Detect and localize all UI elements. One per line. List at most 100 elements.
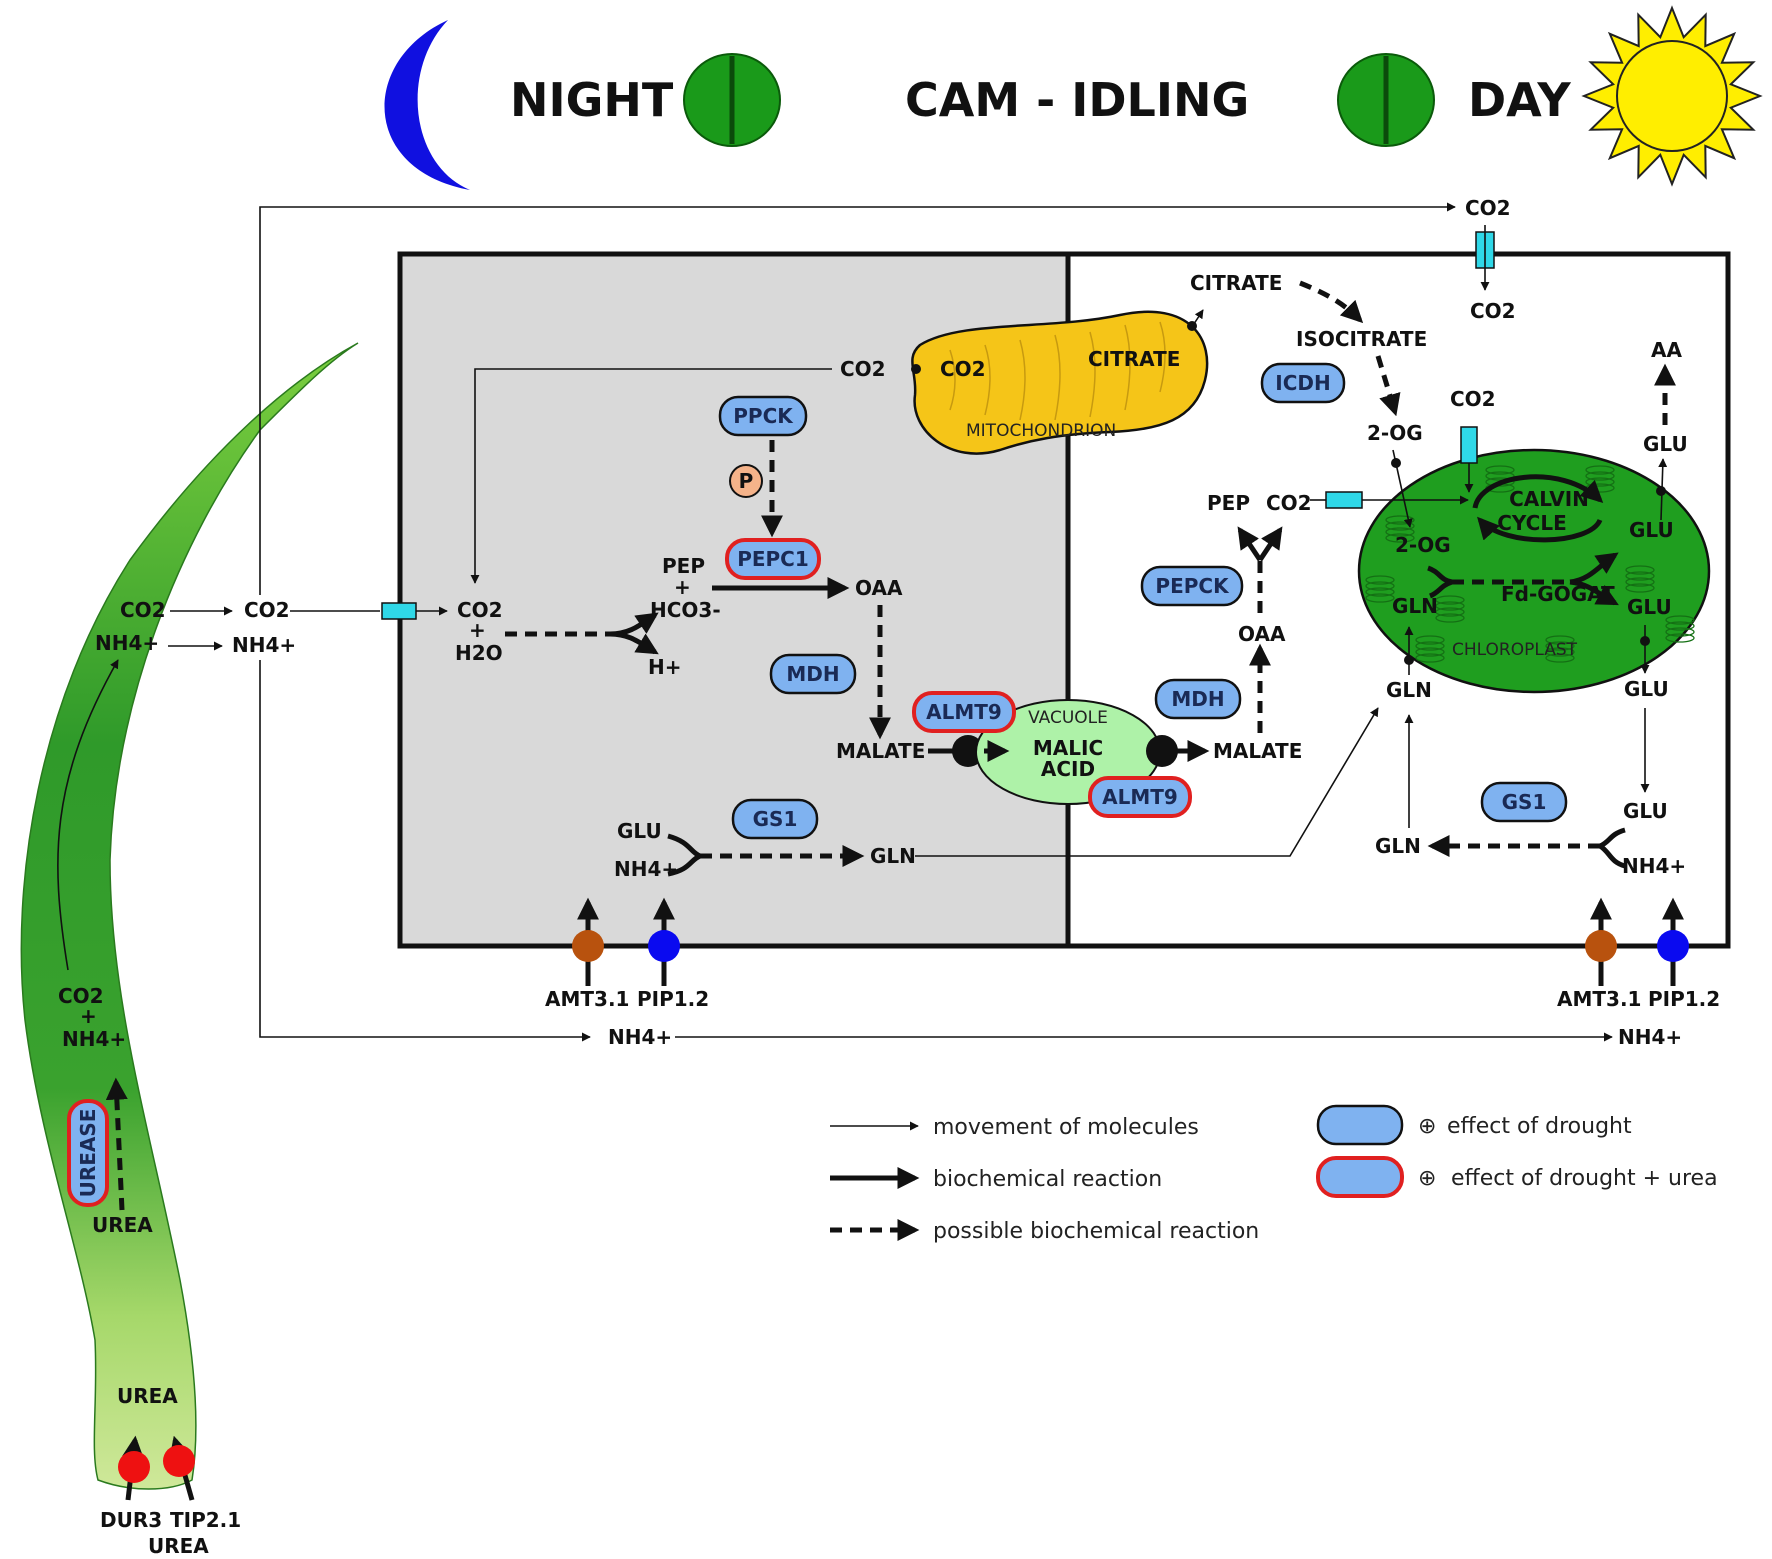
almt9-enzyme-bottom: ALMT9: [1088, 776, 1192, 818]
mito-citrate-exporter: [1187, 321, 1197, 331]
leaf-co2: CO2: [58, 984, 104, 1008]
mdh-night-enzyme: MDH: [769, 653, 857, 695]
stomata-icon-day: [1337, 53, 1435, 147]
day-nh4: NH4+: [1622, 854, 1686, 878]
day-oaa: OAA: [1238, 622, 1286, 646]
glu-exporter-top: [1656, 486, 1666, 496]
phosphate-label: P: [739, 469, 754, 493]
urease-enzyme: UREASE: [67, 1099, 109, 1207]
chl-co2-channel: [1325, 491, 1363, 509]
day-citrate: CITRATE: [1190, 271, 1282, 295]
night-hplus: H+: [648, 655, 682, 679]
moon-icon: [384, 20, 470, 190]
night-nh4: NH4+: [614, 857, 678, 881]
amt31-day-label: AMT3.1: [1557, 987, 1641, 1011]
night-hco3: HCO3-: [650, 598, 721, 622]
almt9-day-transporter: [1146, 735, 1178, 767]
icdh-enzyme: ICDH: [1260, 362, 1346, 404]
mito-co2-exporter: [911, 364, 921, 374]
day-co2-decarb: CO2: [1266, 491, 1312, 515]
ppck-enzyme: PPCK: [718, 395, 808, 437]
svg-text:PEPCK: PEPCK: [1155, 574, 1230, 598]
chl-glu-1: GLU: [1629, 518, 1674, 542]
urea-leaf-label: UREA: [117, 1384, 178, 1408]
day-glu-mid: GLU: [1624, 677, 1669, 701]
legend-drought: effect of drought: [1447, 1114, 1632, 1139]
legend-possible: possible biochemical reaction: [933, 1219, 1259, 1244]
svg-text:GS1: GS1: [1502, 790, 1547, 814]
glu-exporter-bottom: [1640, 636, 1650, 646]
pip12-night-label: PIP1.2: [637, 987, 709, 1011]
legend-movement: movement of molecules: [933, 1115, 1199, 1140]
svg-text:ALMT9: ALMT9: [1102, 785, 1178, 809]
legend-plus-1: ⊕: [1418, 1114, 1436, 1139]
svg-text:GS1: GS1: [753, 807, 798, 831]
mito-co2-out: CO2: [840, 357, 886, 381]
chl-gln: GLN: [1392, 594, 1438, 618]
cam-idling-title: CAM - IDLING: [905, 73, 1249, 127]
svg-text:PPCK: PPCK: [733, 404, 794, 428]
dur3-transporter: [118, 1451, 150, 1483]
dur3-label: DUR3: [100, 1508, 162, 1532]
night-plus-2: +: [674, 575, 691, 599]
bottom-nh4-right: NH4+: [1618, 1025, 1682, 1049]
tip21-transporter: [163, 1445, 195, 1477]
chl-co2-channel-top: [1460, 426, 1478, 464]
chl-co2-top: CO2: [1450, 387, 1496, 411]
legend-biochemical: biochemical reaction: [933, 1167, 1162, 1192]
chloroplast-thylakoids: [1365, 465, 1695, 663]
mito-citrate: CITRATE: [1088, 347, 1180, 371]
vacuole-label: VACUOLE: [1028, 708, 1108, 728]
mitochondrion-cristae: [949, 321, 1166, 421]
gs1-day-enzyme: GS1: [1480, 781, 1568, 823]
chloroplast: [1357, 448, 1711, 694]
tip21-label: TIP2.1: [170, 1508, 241, 1532]
leaf-co2-top: CO2: [120, 598, 166, 622]
svg-text:ICDH: ICDH: [1275, 371, 1330, 395]
calvin-label: CALVIN: [1509, 487, 1589, 511]
mdh-day-enzyme: MDH: [1154, 678, 1242, 720]
chl-2og: 2-OG: [1395, 533, 1451, 557]
svg-text:MDH: MDH: [1171, 687, 1224, 711]
outer-co2: CO2: [244, 598, 290, 622]
legend-enzyme-drought-urea: [1316, 1156, 1404, 1198]
day-gln-mid: GLN: [1386, 678, 1432, 702]
chl-glu-2: GLU: [1627, 595, 1672, 619]
leaf-nh4-top: NH4+: [95, 631, 159, 655]
night-plus: +: [469, 618, 486, 642]
leaf-image: [20, 342, 359, 1490]
legend-drought-urea: effect of drought + urea: [1451, 1166, 1718, 1191]
vacuole-acid: ACID: [1041, 757, 1095, 781]
svg-text:ALMT9: ALMT9: [926, 700, 1002, 724]
pip12-day: [1657, 930, 1689, 962]
night-pep: PEP: [662, 554, 705, 578]
night-glu: GLU: [617, 819, 662, 843]
gs1-night-enzyme: GS1: [731, 798, 819, 840]
day-co2-in: CO2: [1470, 299, 1516, 323]
night-h2o: H2O: [455, 641, 503, 665]
day-2og: 2-OG: [1367, 421, 1423, 445]
night-co2: CO2: [457, 598, 503, 622]
svg-text:UREASE: UREASE: [76, 1109, 100, 1198]
pepck-enzyme: PEPCK: [1140, 565, 1244, 607]
day-glu-low: GLU: [1623, 799, 1668, 823]
amt31-night: [572, 930, 604, 962]
legend-enzyme-drought: [1316, 1104, 1404, 1146]
night-co2-channel: [381, 602, 417, 620]
day-pep: PEP: [1207, 491, 1250, 515]
outer-nh4: NH4+: [232, 633, 296, 657]
day-glu-top: GLU: [1643, 432, 1688, 456]
amt31-day: [1585, 930, 1617, 962]
legend-plus-2: ⊕: [1418, 1166, 1436, 1191]
sun-icon: [1581, 5, 1763, 187]
pip12-day-label: PIP1.2: [1648, 987, 1720, 1011]
night-malate: MALATE: [836, 739, 925, 763]
urea-outside-label: UREA: [148, 1534, 209, 1558]
aa-label: AA: [1651, 338, 1682, 362]
chloroplast-label: CHLOROPLAST: [1452, 640, 1578, 660]
stomata-icon-night: [683, 53, 781, 147]
day-gln-low: GLN: [1375, 834, 1421, 858]
cycle-label: CYCLE: [1497, 511, 1567, 535]
urea-leaf-label-2: UREA: [92, 1213, 153, 1237]
